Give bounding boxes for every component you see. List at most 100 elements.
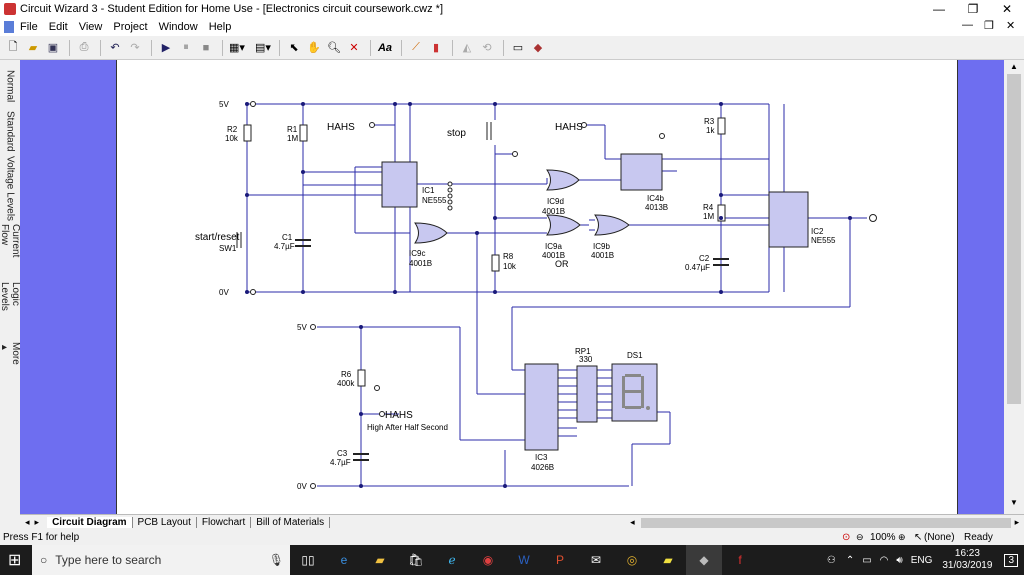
mirror-icon[interactable]: ◭ (462, 42, 472, 54)
hscroll-right-icon[interactable]: ▸ (1014, 517, 1020, 527)
scroll-thumb[interactable] (1007, 74, 1021, 404)
select-icon[interactable]: ⬉ (289, 42, 299, 54)
label-ic3-value: 4026B (531, 463, 554, 472)
label-r4: R4 (703, 203, 714, 212)
label-c1-value: 4.7µF (274, 242, 295, 251)
window-title: Circuit Wizard 3 - Student Edition for H… (20, 2, 444, 15)
redo-icon[interactable]: ↷ (130, 42, 140, 54)
stop-icon[interactable]: ■ (202, 41, 210, 54)
undo-icon[interactable]: ↶ (110, 42, 120, 54)
scroll-down-icon[interactable]: ▼ (1010, 498, 1018, 507)
open-icon[interactable]: ▰ (28, 42, 38, 54)
menu-view[interactable]: View (78, 20, 103, 33)
tab-prev-icon[interactable]: ◂ (25, 517, 30, 527)
label-r1-value: 1M (287, 134, 298, 143)
network-icon[interactable]: ▭ (862, 554, 872, 566)
vertical-scrollbar[interactable]: ▲ ▼ (1004, 60, 1024, 514)
scroll-up-icon[interactable]: ▲ (1010, 62, 1018, 71)
components-icon[interactable]: ▦▾ (229, 42, 245, 54)
label-r3: R3 (704, 117, 715, 126)
rotate-icon[interactable]: ⟲ (482, 42, 492, 54)
tab-next-icon[interactable]: ▸ (34, 517, 40, 527)
ie-icon[interactable]: ℯ (448, 553, 456, 567)
label-ic9d: IC9d (547, 197, 564, 206)
pause-icon[interactable]: ⏸ (183, 41, 189, 53)
tab-normal[interactable]: Normal (4, 69, 16, 103)
tab-voltage-levels[interactable]: Voltage Levels (4, 156, 16, 222)
label-ic4b-value: 4013B (645, 203, 668, 212)
volume-icon[interactable]: 🔊︎ (896, 554, 903, 566)
media-icon[interactable]: ◉ (482, 553, 494, 567)
hscroll-left-icon[interactable]: ◂ (630, 517, 635, 527)
tab-more[interactable]: More ▸ (0, 342, 21, 365)
print-icon[interactable]: ⎙ (79, 41, 89, 53)
tab-standard[interactable]: Standard (4, 110, 16, 152)
switches (236, 122, 492, 248)
label-hahs-1: HAHS (327, 122, 355, 133)
circuit-wizard-task-icon[interactable]: ◆ (686, 545, 722, 575)
monitor-icon[interactable]: ▭ (512, 42, 524, 54)
label-sw1: SW1 (219, 244, 237, 253)
edge-icon[interactable]: e (340, 553, 348, 567)
tab-current-flow[interactable]: Current Flow (0, 224, 21, 258)
circuit-diagram[interactable]: 5V 0V R2 10k R1 1M C1 4.7µF start/reset … (117, 60, 959, 514)
sticky-notes-icon[interactable]: ▰ (663, 553, 673, 567)
circuit-sheet[interactable]: 5V 0V R2 10k R1 1M C1 4.7µF start/reset … (116, 60, 958, 514)
document-icon (4, 20, 14, 33)
gallery-icon[interactable]: ▤▾ (255, 42, 271, 54)
menu-window[interactable]: Window (158, 20, 198, 33)
tray-language[interactable]: ENG (910, 554, 933, 566)
flash-icon[interactable]: f (738, 553, 742, 567)
hand-icon[interactable]: ✋ (307, 42, 321, 54)
zoom-in-icon[interactable]: ⊕ (898, 532, 906, 542)
taskbar-search[interactable]: ○ Type here to search 🎙︎ (32, 545, 290, 575)
parts-bin-icon[interactable]: ◆ (533, 42, 543, 54)
new-icon[interactable]: 🗋 (8, 41, 18, 53)
delete-icon[interactable]: ✕ (349, 42, 359, 54)
resistor-r1 (299, 124, 308, 142)
maximize-button[interactable]: ❐ (967, 1, 979, 16)
zoom-out-icon[interactable]: ⊖ (856, 532, 864, 542)
doc-close-button[interactable]: ✕ (1006, 20, 1016, 32)
task-view-icon[interactable]: ▯▯ (301, 553, 315, 567)
menu-project[interactable]: Project (113, 20, 148, 33)
tab-bill-of-materials[interactable]: Bill of Materials (251, 517, 331, 528)
minimize-button[interactable]: — (933, 1, 945, 16)
clock[interactable]: 16:23 31/03/2019 (942, 548, 992, 572)
menu-edit[interactable]: Edit (48, 20, 68, 33)
label-half-second: High After Half Second (367, 423, 448, 432)
wifi-icon[interactable]: ◠ (879, 554, 889, 566)
tab-pcb-layout[interactable]: PCB Layout (133, 517, 197, 528)
store-icon[interactable]: 🛍︎ (408, 553, 424, 567)
notifications-icon[interactable]: 3 (1004, 553, 1018, 567)
graph-icon[interactable]: ▮ (432, 42, 440, 54)
tab-circuit-diagram[interactable]: Circuit Diagram (47, 517, 133, 528)
zoom-icon[interactable]: 🔍︎ (327, 42, 341, 54)
menu-help[interactable]: Help (208, 20, 232, 33)
tab-flowchart[interactable]: Flowchart (197, 517, 252, 528)
horizontal-scrollbar[interactable] (640, 517, 1011, 528)
probe-icon[interactable]: ⟋ (412, 41, 420, 53)
play-icon[interactable]: ▶ (161, 42, 171, 54)
tray-up-icon[interactable]: ⌃ (845, 554, 855, 566)
powerpoint-icon[interactable]: P (555, 553, 564, 567)
mail-icon[interactable]: ✉ (590, 553, 602, 567)
doc-restore-button[interactable]: ❐ (984, 20, 994, 32)
people-icon[interactable]: ⚇ (826, 554, 836, 566)
terminals (250, 101, 877, 489)
word-icon[interactable]: W (518, 553, 530, 567)
doc-minimize-button[interactable]: — (962, 19, 973, 31)
capacitors (295, 239, 729, 461)
microphone-icon[interactable]: 🎙︎ (268, 553, 284, 567)
resistor-r4 (717, 204, 726, 222)
chrome-icon[interactable]: ◎ (626, 553, 638, 567)
close-button[interactable]: ✕ (1001, 1, 1013, 16)
tab-logic-levels[interactable]: Logic Levels (0, 282, 21, 311)
windows-start-icon[interactable]: ⊞ (8, 552, 22, 569)
file-explorer-icon[interactable]: ▰ (375, 553, 385, 567)
label-r8: R8 (503, 252, 514, 261)
save-icon[interactable]: ▣ (47, 42, 59, 54)
menu-file[interactable]: File (20, 20, 38, 33)
text-icon[interactable]: Aa (377, 41, 393, 54)
seven-segment (622, 374, 650, 410)
